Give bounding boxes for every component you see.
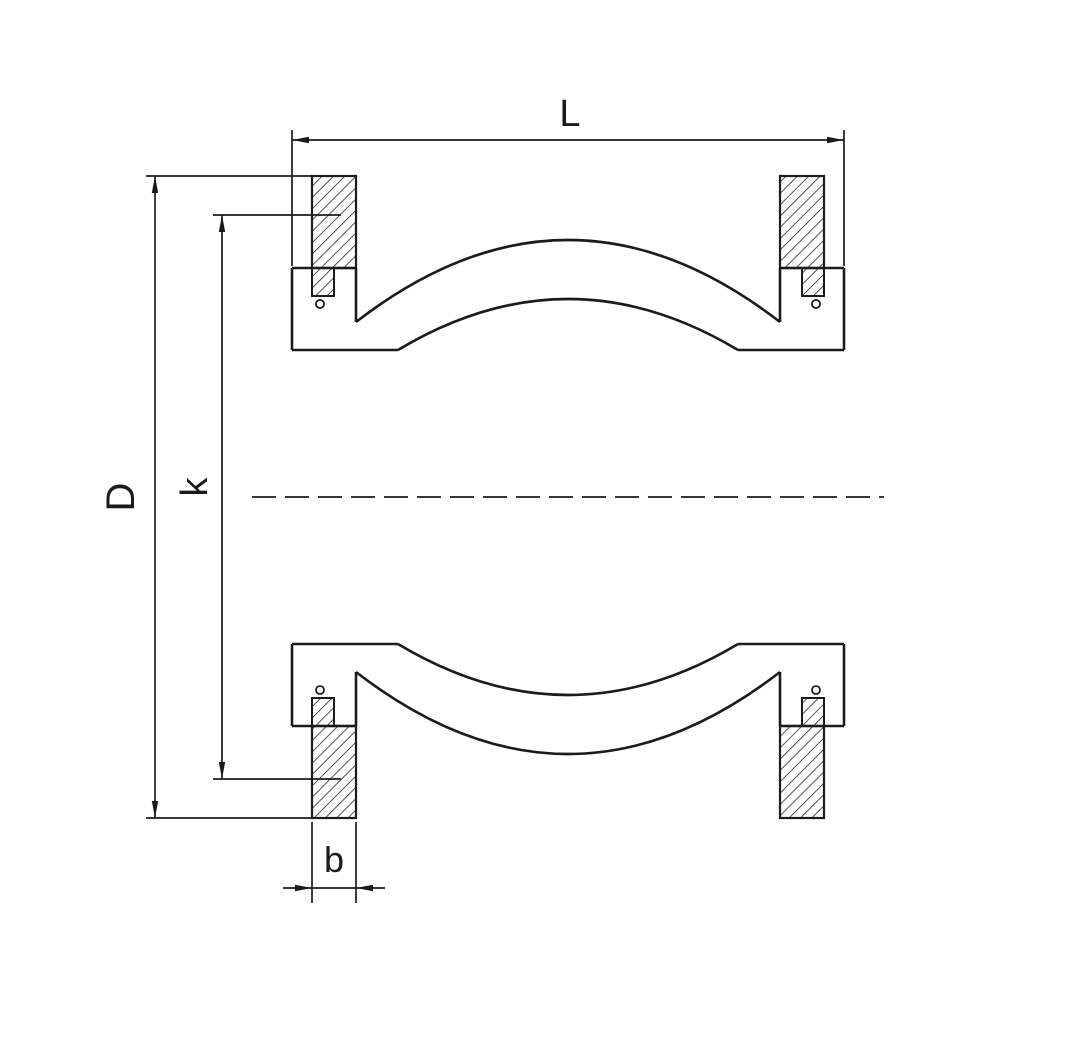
flange-clamp-lip bbox=[311, 267, 335, 297]
flange-section bbox=[778, 724, 826, 820]
bead-ring-hole bbox=[811, 685, 821, 695]
flange-top-right bbox=[778, 174, 826, 309]
arrowhead-bottom bbox=[218, 762, 226, 779]
arrowhead-left bbox=[295, 884, 312, 892]
flange-section bbox=[310, 724, 358, 820]
drawing-root: L D k bbox=[99, 93, 884, 903]
flange-clamp-lip bbox=[801, 267, 825, 297]
dimension-label-k: k bbox=[174, 477, 216, 497]
bead-ring-hole bbox=[315, 685, 325, 695]
arrowhead-top bbox=[218, 215, 226, 232]
arrowhead-left bbox=[292, 136, 309, 144]
dimension-label-b: b bbox=[324, 839, 344, 880]
dimension-L: L bbox=[291, 93, 845, 266]
dimension-label-D: D bbox=[99, 483, 143, 512]
flange-clamp-lip bbox=[801, 697, 825, 727]
flange-clamp-lip bbox=[311, 697, 335, 727]
arrowhead-right bbox=[356, 884, 373, 892]
dimension-b: b bbox=[283, 822, 385, 903]
dimension-k: k bbox=[174, 214, 341, 780]
arrowhead-bottom bbox=[151, 801, 159, 818]
flange-bottom-right bbox=[778, 685, 826, 820]
dimension-label-L: L bbox=[559, 93, 580, 135]
flange-section bbox=[778, 174, 826, 270]
joint-body bbox=[290, 174, 846, 820]
arrowhead-top bbox=[151, 176, 159, 193]
dimension-D: D bbox=[99, 175, 311, 819]
arrowhead-right bbox=[827, 136, 844, 144]
flange-section bbox=[310, 174, 358, 270]
bead-ring-hole bbox=[315, 299, 325, 309]
flange-top-left bbox=[310, 174, 358, 309]
bead-ring-hole bbox=[811, 299, 821, 309]
flange-bottom-left bbox=[310, 685, 358, 820]
